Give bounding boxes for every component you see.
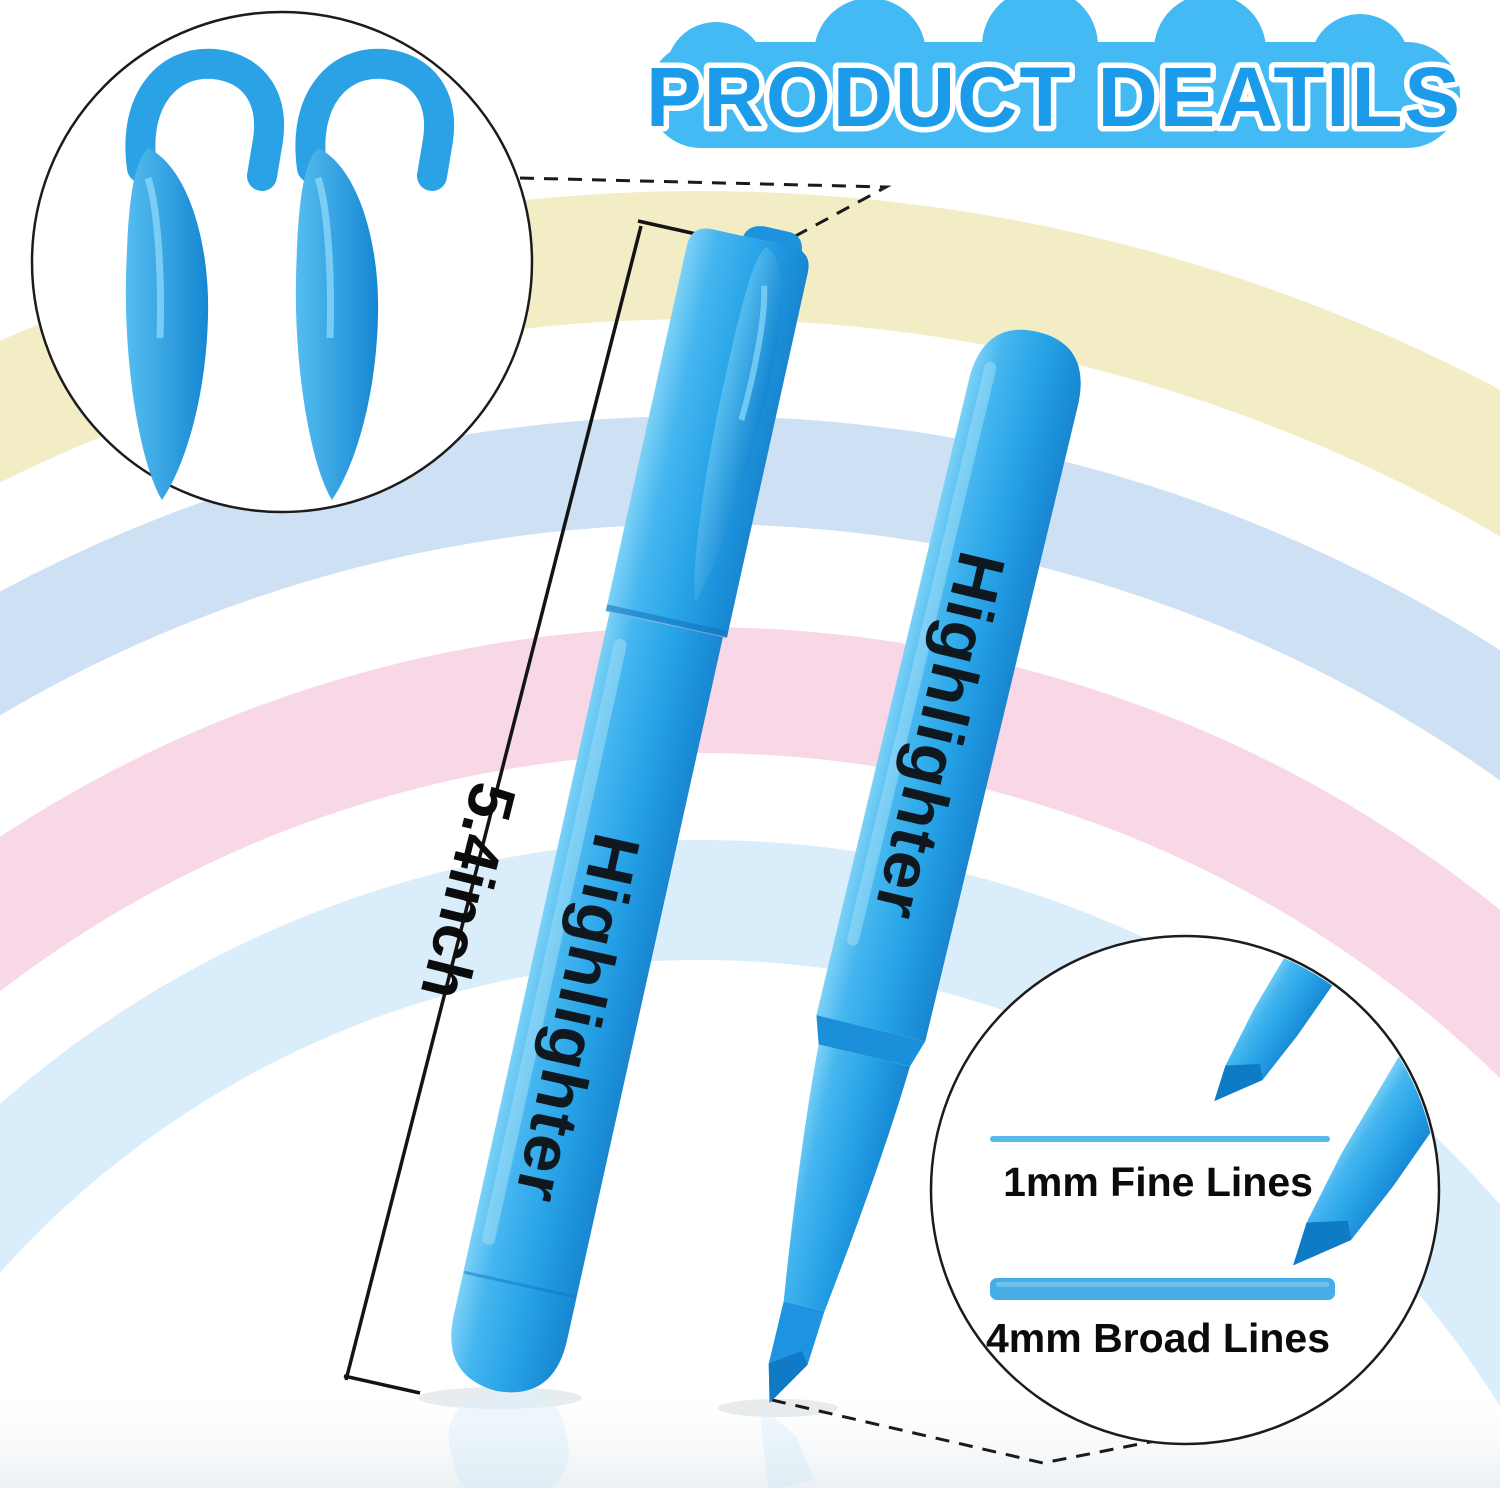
barrel-highlight (482, 639, 627, 1245)
clip-slot-highlight (738, 285, 768, 421)
cap-detail-view (30, 10, 534, 514)
cap-rim (605, 604, 729, 639)
broad-line-label: 4mm Broad Lines (986, 1315, 1330, 1361)
title-cloud (648, 0, 1460, 148)
tip-detail-view: 1mm Fine Lines 4mm Broad Lines (929, 934, 1441, 1446)
broad-line-sample (990, 1278, 1335, 1300)
highlighter-uncapped: Highlighter (768, 329, 1081, 1403)
pen-shoulder (816, 1015, 926, 1067)
barrel-seam (464, 1270, 576, 1299)
pen-body (816, 329, 1081, 1042)
broad-line-sheen (996, 1282, 1329, 1287)
pen-barrel (451, 612, 723, 1393)
bracket-bottom-tick (343, 1374, 421, 1395)
pen-reflections (418, 1387, 838, 1488)
callout-lines (519, 176, 1161, 1465)
bracket-main-line (344, 225, 643, 1381)
tip-detail-circle (929, 934, 1441, 1446)
fine-line-label: 1mm Fine Lines (1003, 1159, 1313, 1205)
fine-line-sample (990, 1136, 1330, 1142)
callout-line-cap (519, 176, 892, 254)
body-highlight (847, 361, 997, 946)
page-title: PRODUCT DEATILS (646, 50, 1462, 144)
title-banner: PRODUCT DEATILS (641, 0, 1466, 150)
pen-cone (783, 1044, 911, 1312)
highlighter-capped: Highlighter (451, 226, 809, 1393)
rainbow-band-blue (0, 840, 1500, 1407)
pen-tip-face (768, 1350, 808, 1403)
cap-detail-circle (30, 10, 534, 514)
